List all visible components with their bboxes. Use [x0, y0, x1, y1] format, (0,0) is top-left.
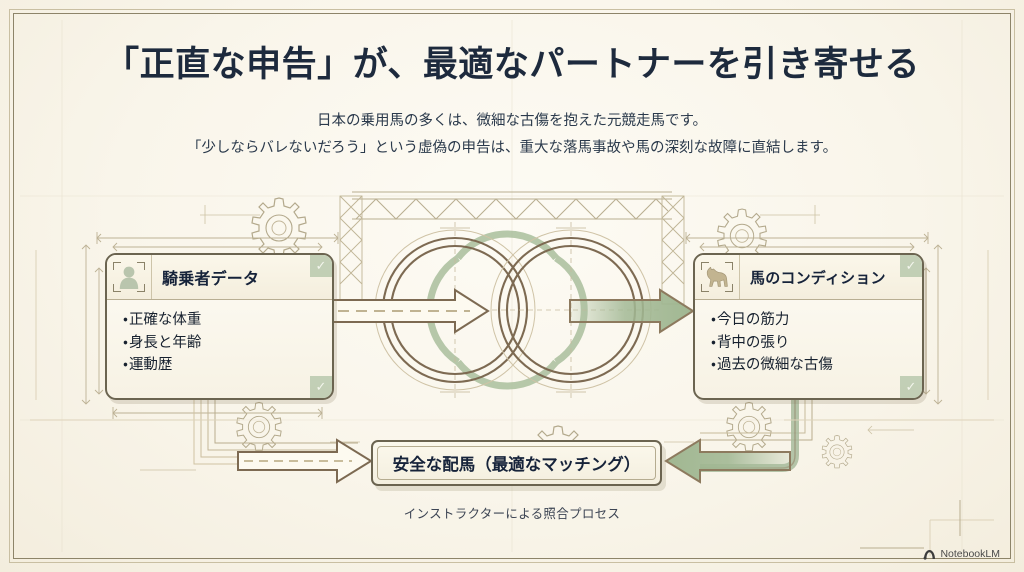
horse-condition-bullet-list: 今日の筋力 背中の張り 過去の微細な古傷	[695, 300, 922, 377]
watermark-label: NotebookLM	[940, 548, 1000, 560]
arrow-rings-to-right-card	[569, 288, 695, 334]
connector-left-to-result	[193, 398, 373, 484]
page-title: 「正直な申告」が、最適なパートナーを引き寄せる	[104, 45, 920, 85]
title-block: 「正直な申告」が、最適なパートナーを引き寄せる	[0, 44, 1024, 88]
card-header: 馬のコンディション	[695, 255, 922, 300]
dimension-lines-left	[81, 232, 339, 419]
check-badge-top-right: ✓	[900, 255, 922, 277]
truss-band	[352, 191, 672, 220]
rider-data-bullet-list: 正確な体重 身長と年齢 運動歴	[107, 300, 332, 377]
card-horse-condition[interactable]: ✓ ✓ 馬のコンディション 今日の筋力 背中の張り 過去の微細な古傷	[693, 253, 924, 400]
person-icon-glyph	[119, 266, 139, 289]
result-label: 安全な配馬（最適なマッチング）	[392, 455, 641, 474]
list-item: 背中の張り	[711, 332, 922, 355]
check-badge-bottom-right: ✓	[900, 376, 922, 398]
list-item: 過去の微細な古傷	[711, 354, 922, 377]
list-item: 正確な体重	[123, 309, 332, 332]
card-rider-data[interactable]: ✓ ✓ 騎乗者データ 正確な体重 身長と年齢 運動歴	[105, 253, 334, 400]
result-banner[interactable]: 安全な配馬（最適なマッチング）	[371, 440, 662, 486]
subtitle-line-1: 日本の乗用馬の多くは、微細な古傷を抱えた元競走馬です。	[316, 113, 708, 129]
list-item: 運動歴	[123, 354, 332, 377]
horse-icon	[695, 255, 740, 299]
check-badge-bottom-right: ✓	[310, 376, 332, 398]
notebooklm-logo-icon	[924, 549, 936, 560]
subtitle-block: 日本の乗用馬の多くは、微細な古傷を抱えた元競走馬です。 「少しならバレないだろう…	[0, 108, 1024, 162]
card-header: 騎乗者データ	[107, 255, 332, 300]
list-item: 今日の筋力	[711, 309, 922, 332]
subtitle-line-2: 「少しならバレないだろう」という虚偽の申告は、重大な落馬事故や馬の深刻な故障に直…	[186, 139, 838, 156]
dimension-lines-right	[685, 232, 943, 405]
process-caption: インストラクターによる照合プロセス	[403, 506, 621, 521]
arrow-left-to-rings	[331, 288, 490, 334]
notebooklm-watermark: NotebookLM	[923, 548, 1000, 560]
horse-icon-glyph	[706, 266, 728, 287]
check-badge-top-right: ✓	[310, 255, 332, 277]
list-item: 身長と年齢	[123, 332, 332, 355]
card-title: 騎乗者データ	[162, 269, 260, 288]
person-icon	[107, 255, 152, 299]
card-title: 馬のコンディション	[750, 268, 886, 287]
connector-right-to-result	[664, 398, 813, 484]
